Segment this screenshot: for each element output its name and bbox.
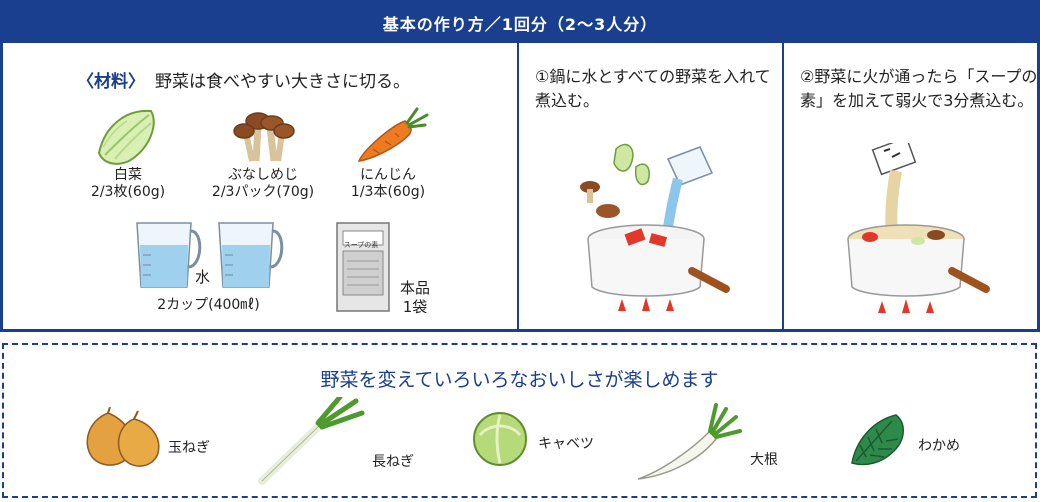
material-amount: 1袋 (402, 298, 428, 316)
step-1-panel: ①鍋に水とすべての野菜を入れて煮込む。 (519, 43, 784, 329)
variation-daikon: 大根 (632, 399, 778, 483)
recipe-header: 基本の作り方／1回分（2〜3人分） (3, 3, 1037, 43)
measuring-cup-icon (135, 222, 283, 288)
material-water: 水 2カップ(400㎖) (121, 215, 296, 314)
materials-title: 〈材料〉野菜は食べやすい大きさに切る。 (77, 67, 410, 92)
material-shimeji: ぶなしめじ 2/3パック(70g) (198, 103, 328, 201)
pot-with-soup-packet-icon (846, 143, 990, 313)
onion-icon (86, 407, 160, 467)
carrot-icon (357, 107, 429, 162)
variation-label: 玉ねぎ (168, 440, 210, 456)
variation-label: わかめ (918, 438, 960, 454)
step-1-text: ①鍋に水とすべての野菜を入れて煮込む。 (535, 67, 771, 110)
packet-label: スープの素 (343, 241, 379, 249)
material-name: 水 (195, 268, 211, 286)
shimeji-mushroom-icon (233, 112, 295, 162)
materials-label: 〈材料〉 (77, 72, 145, 92)
recipe-box: 基本の作り方／1回分（2〜3人分） 〈材料〉野菜は食べやすい大きさに切る。 白菜… (0, 0, 1040, 332)
material-napa-cabbage: 白菜 2/3枚(60g) (83, 105, 173, 201)
material-name: ぶなしめじ (228, 167, 298, 183)
variations-box: 野菜を変えていろいろなおいしさが楽しめます 玉ねぎ 長ねぎ キャベツ 大根 (2, 343, 1037, 498)
napa-cabbage-icon (97, 109, 155, 165)
material-name: 本品 (399, 279, 430, 297)
variation-green-onion: 長ねぎ (256, 397, 414, 485)
variation-label: 長ねぎ (372, 454, 414, 470)
variations-title: 野菜を変えていろいろなおいしさが楽しめます (320, 369, 719, 391)
green-onion-icon (258, 397, 365, 485)
material-carrot: にんじん 1/3本(60g) (333, 105, 443, 201)
material-soup-packet: スープの素 (333, 221, 393, 313)
variation-cabbage: キャベツ (468, 409, 594, 467)
recipe-title: 基本の作り方／1回分（2〜3人分） (382, 15, 658, 34)
variation-label: キャベツ (538, 436, 594, 452)
step-2-panel: ②野菜に火が通ったら「スープの素」を加えて弱火で3分煮込む。 (784, 43, 1037, 329)
material-amount: 2/3枚(60g) (90, 184, 166, 200)
daikon-icon (637, 403, 742, 480)
materials-panel: 〈材料〉野菜は食べやすい大きさに切る。 白菜 2/3枚(60g) (3, 43, 519, 329)
cabbage-icon (473, 412, 527, 466)
variation-onion: 玉ねぎ (78, 407, 210, 471)
material-name: 白菜 (114, 167, 142, 183)
material-soup-packet-text: 本品 1袋 (391, 279, 439, 317)
materials-instruction: 野菜は食べやすい大きさに切る。 (155, 72, 410, 92)
variation-label: 大根 (750, 452, 778, 468)
step-2-text: ②野菜に火が通ったら「スープの素」を加えて弱火で3分煮込む。 (800, 67, 1038, 110)
soup-packet-icon (336, 222, 390, 312)
material-amount: 1/3本(60g) (350, 184, 426, 200)
wakame-icon (851, 414, 904, 466)
pot-with-vegetables-icon (579, 143, 730, 311)
material-name: にんじん (360, 167, 416, 183)
recipe-panels: 〈材料〉野菜は食べやすい大きさに切る。 白菜 2/3枚(60g) (3, 43, 1037, 329)
variation-wakame: わかめ (846, 411, 960, 469)
material-amount: 2カップ(400㎖) (157, 297, 260, 313)
material-amount: 2/3パック(70g) (211, 184, 315, 200)
